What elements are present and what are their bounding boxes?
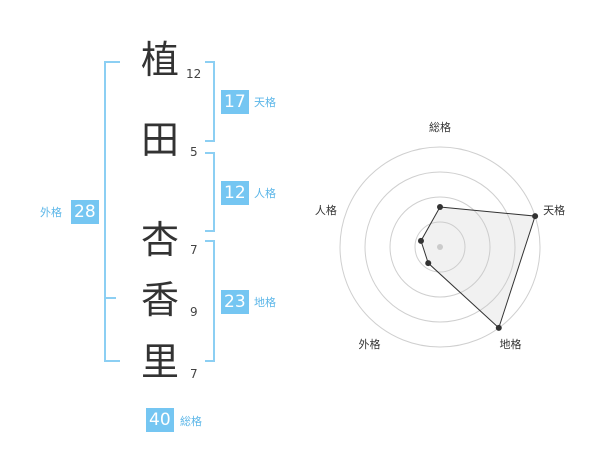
radar-point-2 bbox=[532, 213, 539, 220]
stroke-count-5: 7 bbox=[190, 367, 198, 381]
gaikaku-bracket bbox=[104, 61, 120, 362]
radar-axis-label-5: 人格 bbox=[315, 203, 337, 217]
radar-series-area bbox=[420, 206, 536, 329]
stroke-count-2: 5 bbox=[190, 145, 198, 159]
radar-ring bbox=[339, 146, 541, 348]
gaikaku-label: 外格 bbox=[40, 206, 62, 219]
gaikaku-bracket-tick bbox=[104, 297, 116, 299]
radar-center bbox=[437, 244, 443, 250]
name-char-4: 香 bbox=[140, 278, 179, 322]
stroke-count-3: 7 bbox=[190, 243, 198, 257]
tenkaku-bracket bbox=[205, 61, 215, 142]
tenkaku-label: 天格 bbox=[254, 96, 276, 109]
stroke-count-4: 9 bbox=[190, 305, 198, 319]
radar-point-5 bbox=[417, 237, 424, 244]
name-char-1: 植 bbox=[140, 38, 179, 82]
radar-ring bbox=[414, 221, 466, 273]
radar-point-1 bbox=[437, 204, 443, 210]
tenkaku-value-badge: 17 bbox=[221, 90, 249, 114]
name-char-2: 田 bbox=[140, 118, 179, 162]
jinkaku-label: 人格 bbox=[254, 187, 276, 200]
name-char-5: 里 bbox=[140, 340, 179, 384]
radar-axis-label-4: 外格 bbox=[358, 337, 380, 351]
soukaku-label: 総格 bbox=[180, 415, 202, 428]
radar-ring bbox=[364, 171, 516, 323]
soukaku-value-badge: 40 bbox=[146, 408, 174, 432]
stroke-count-1: 12 bbox=[186, 67, 202, 81]
radar-axis-label-2: 天格 bbox=[543, 203, 565, 217]
radar-axis-label-3: 地格 bbox=[500, 337, 522, 351]
chikaku-label: 地格 bbox=[254, 296, 276, 309]
name-char-3: 杏 bbox=[140, 218, 179, 262]
jinkaku-bracket bbox=[205, 152, 215, 232]
radar-axis-label-1: 総格 bbox=[429, 120, 451, 134]
radar-point-4 bbox=[425, 260, 432, 267]
chikaku-bracket bbox=[205, 240, 215, 362]
radar-ring bbox=[389, 196, 491, 298]
gaikaku-value-badge: 28 bbox=[71, 200, 99, 224]
jinkaku-value-badge: 12 bbox=[221, 181, 249, 205]
chikaku-value-badge: 23 bbox=[221, 290, 249, 314]
radar-point-3 bbox=[495, 324, 502, 331]
